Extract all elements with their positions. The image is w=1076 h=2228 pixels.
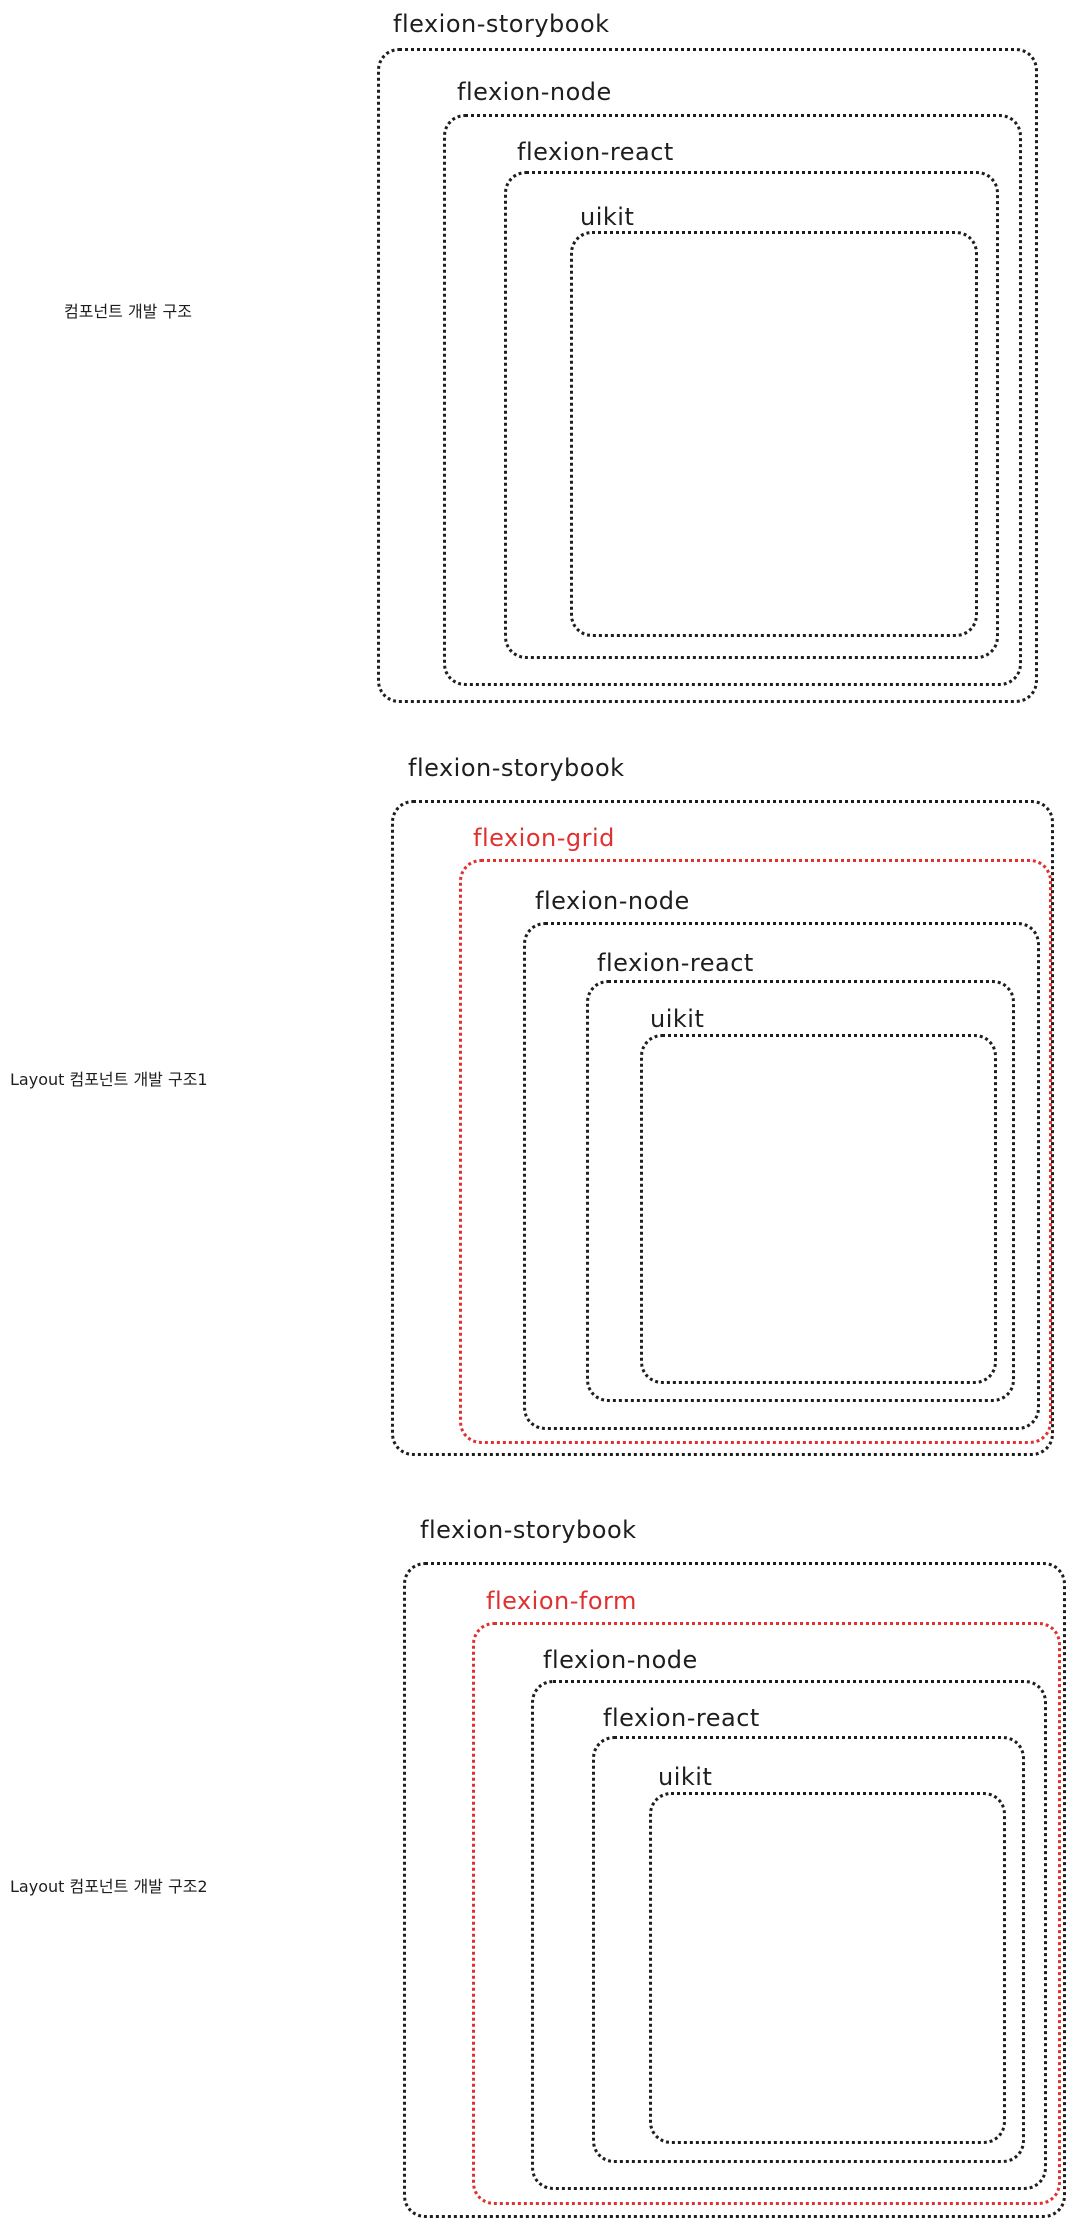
diagram-1-react-label: flexion-react — [517, 138, 674, 166]
diagram-1-react-box — [504, 171, 999, 659]
diagram-2-label: Layout 컴포넌트 개발 구조1 — [10, 1070, 208, 1089]
diagram-2-storybook-label: flexion-storybook — [408, 754, 625, 782]
diagram-3-storybook-label: flexion-storybook — [420, 1516, 637, 1544]
diagram-2-grid-label: flexion-grid — [473, 824, 615, 852]
diagram-3-node-label: flexion-node — [543, 1646, 698, 1674]
diagram-2-react-box — [586, 980, 1015, 1402]
diagram-1-storybook-label: flexion-storybook — [393, 10, 610, 38]
diagram-1-node-box — [443, 114, 1022, 686]
diagram-2-grid-box — [459, 859, 1052, 1444]
diagram-3-react-box — [592, 1736, 1025, 2163]
diagram-2-uikit-box — [640, 1034, 997, 1384]
diagram-3-react-label: flexion-react — [603, 1704, 760, 1732]
diagram-3-uikit-box — [649, 1792, 1006, 2144]
diagram-1-uikit-box — [570, 231, 978, 637]
diagram-3-storybook-box — [403, 1562, 1066, 2218]
diagram-2-node-label: flexion-node — [535, 887, 690, 915]
diagram-2-storybook-box — [391, 800, 1054, 1456]
diagram-2-uikit-label: uikit — [650, 1005, 705, 1033]
diagram-1-node-label: flexion-node — [457, 78, 612, 106]
diagram-3-uikit-label: uikit — [658, 1763, 713, 1791]
diagram-1-uikit-label: uikit — [580, 203, 635, 231]
diagram-3-node-box — [531, 1680, 1047, 2190]
diagram-3-label: Layout 컴포넌트 개발 구조2 — [10, 1877, 208, 1896]
diagram-1-label: 컴포넌트 개발 구조 — [64, 302, 192, 321]
diagram-2-react-label: flexion-react — [597, 949, 754, 977]
diagram-3-form-label: flexion-form — [486, 1587, 637, 1615]
diagram-3-form-box — [472, 1622, 1061, 2205]
diagram-1-storybook-box — [377, 48, 1038, 703]
diagram-2-node-box — [523, 922, 1040, 1430]
